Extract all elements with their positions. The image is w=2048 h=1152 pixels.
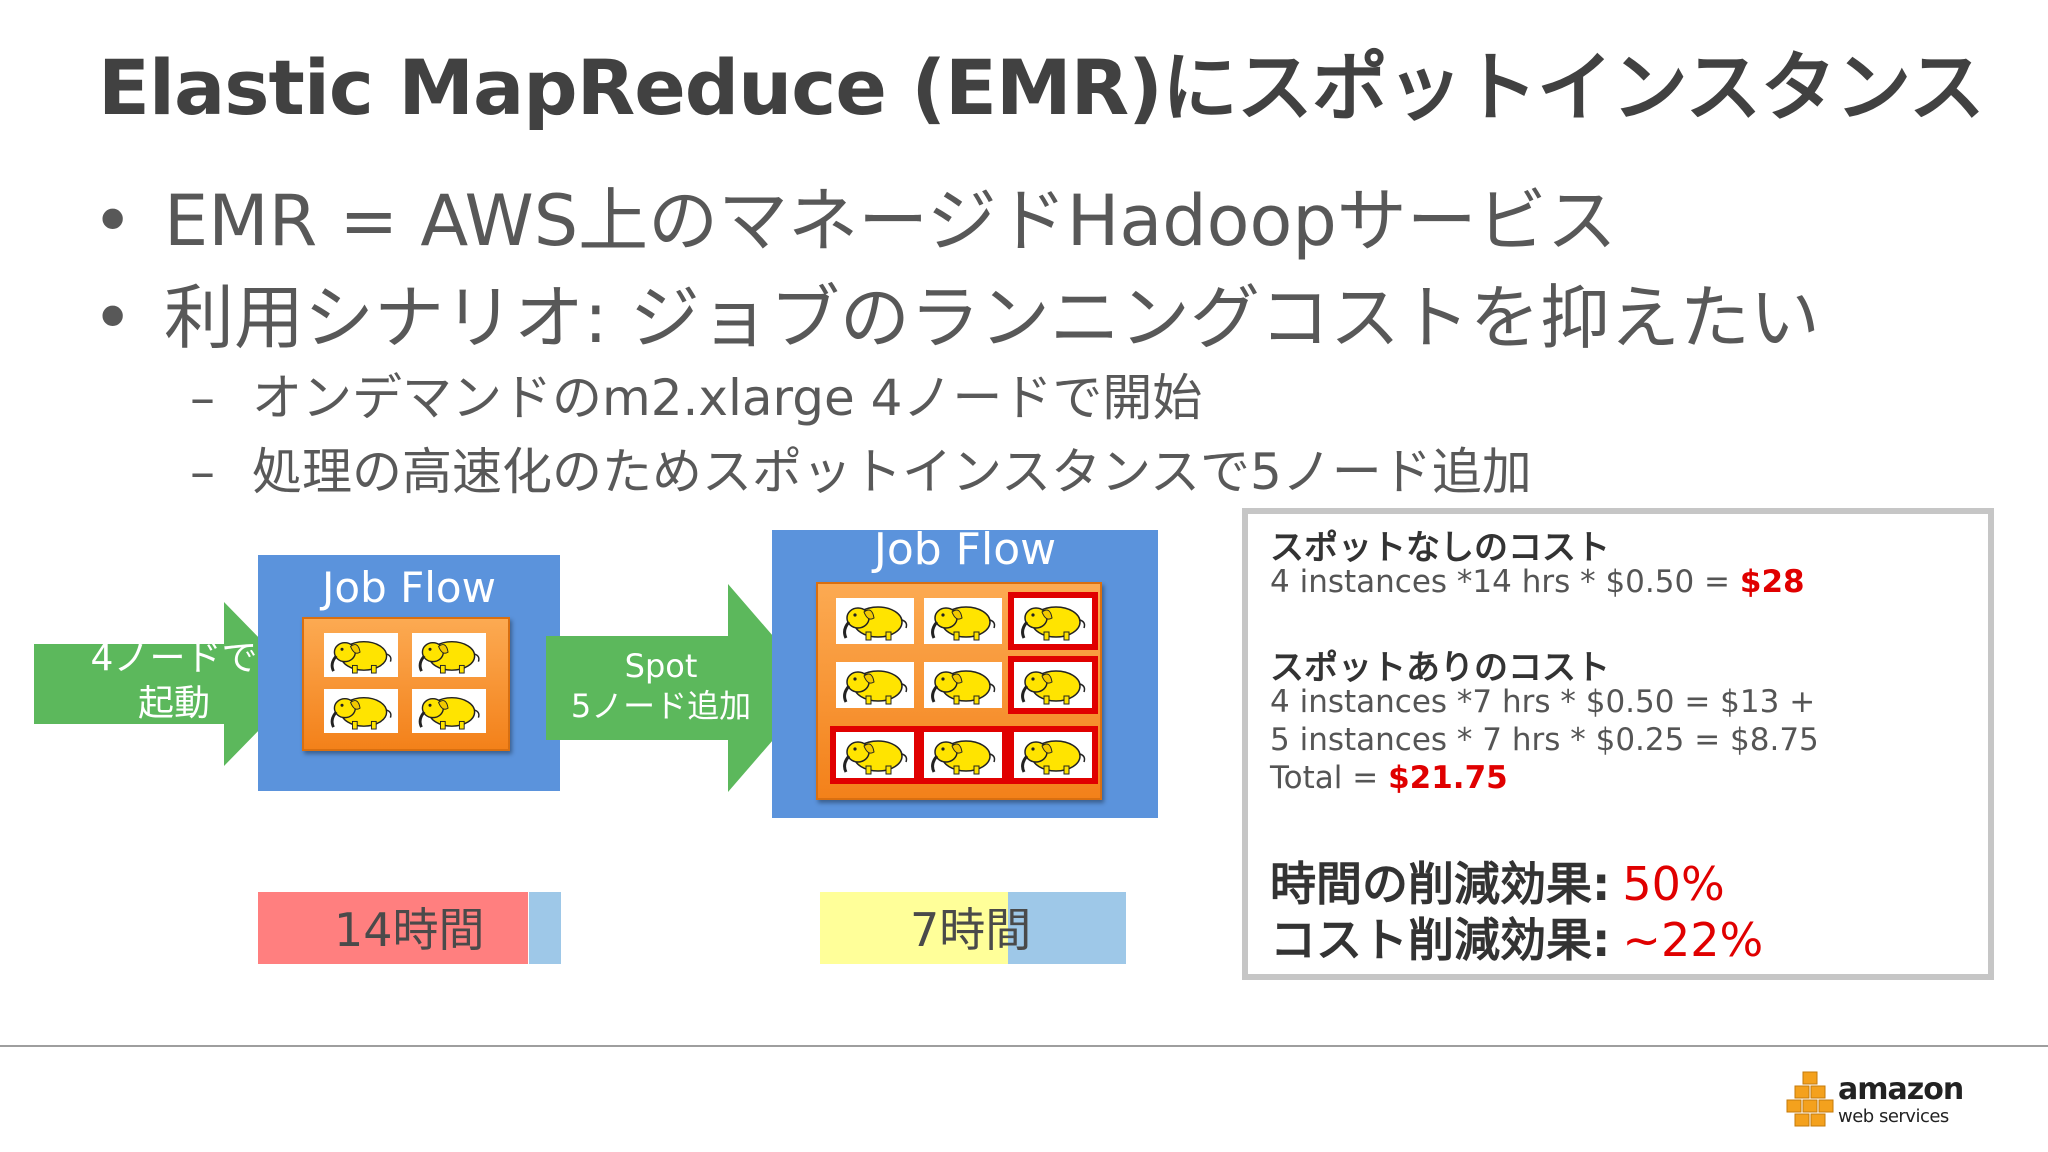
arrow-launch-line2: 起動 <box>137 683 210 724</box>
arrow-launch: 4ノードで 起動 <box>34 602 304 766</box>
no-spot-total: $28 <box>1739 564 1805 600</box>
spot-line-1: 4 instances *7 hrs * $0.50 = $13 + <box>1270 684 1816 720</box>
arrow-shape <box>546 584 818 792</box>
time-label-7h: 7時間 <box>910 903 1032 957</box>
spot-hadoop-node <box>1008 656 1098 714</box>
hadoop-elephant-icon <box>924 732 1002 778</box>
arrow-shape <box>34 602 304 766</box>
sub-bullet-text: オンデマンドのm2.xlarge 4ノードで開始 <box>252 369 1203 427</box>
spot-line-2: 5 instances * 7 hrs * $0.25 = $8.75 <box>1270 722 1819 758</box>
cost-effect-label: コスト削減効果: <box>1270 913 1611 967</box>
aws-cubes-icon <box>1786 1071 1834 1127</box>
time-effect-value: 50% <box>1622 857 1725 911</box>
bullet-2: • 利用シナリオ: ジョブのランニングコストを抑えたい <box>92 262 1820 363</box>
spot-hadoop-node <box>1008 726 1098 784</box>
spot-total: $21.75 <box>1388 760 1508 796</box>
footer-divider <box>0 1045 2048 1047</box>
sub-bullet-symbol: – <box>190 443 215 501</box>
hadoop-node <box>412 689 486 733</box>
hadoop-elephant-icon <box>924 662 1002 708</box>
hadoop-elephant-icon <box>324 633 398 677</box>
hadoop-node <box>836 662 914 708</box>
hadoop-node <box>412 633 486 677</box>
bullet-1: • EMR = AWS上のマネージドHadoopサービス <box>92 165 1617 266</box>
no-spot-heading: スポットなしのコスト <box>1270 528 1610 568</box>
time-bar-14h <box>258 892 528 964</box>
bullet-symbol: • <box>92 277 134 359</box>
hadoop-elephant-icon <box>412 633 486 677</box>
spot-total-line: Total = $21.75 <box>1270 760 1508 796</box>
bullet-text: 利用シナリオ: ジョブのランニングコストを抑えたい <box>164 277 1820 359</box>
job-flow-title-1: Job Flow <box>322 563 496 612</box>
hadoop-elephant-icon <box>836 662 914 708</box>
arrow-spot: Spot 5ノード追加 <box>546 584 818 792</box>
hadoop-elephant-icon <box>324 689 398 733</box>
sub-bullet-symbol: – <box>190 369 215 427</box>
hadoop-node <box>324 689 398 733</box>
arrow-spot-line1: Spot <box>624 647 698 685</box>
hadoop-node <box>836 598 914 644</box>
hadoop-elephant-icon <box>1014 598 1092 644</box>
time-reduction-effect: 時間の削減効果:50% <box>1270 848 1725 914</box>
time-bar-7h-tail <box>1008 892 1126 964</box>
bullet-symbol: • <box>92 180 134 262</box>
hadoop-node <box>924 598 1002 644</box>
cost-reduction-effect: コスト削減効果:~22% <box>1270 904 1763 970</box>
arrow-launch-label: 4ノードで 起動 <box>44 636 304 726</box>
slide-title: Elastic MapReduce (EMR)にスポットインスタンス <box>98 43 1985 132</box>
sub-bullet-2: –処理の高速化のためスポットインスタンスで5ノード追加 <box>190 432 1532 504</box>
bullet-text: EMR = AWS上のマネージドHadoopサービス <box>164 180 1617 262</box>
time-bar-14h-tail <box>529 892 561 964</box>
job-flow-box-1: Job Flow <box>258 555 560 791</box>
aws-logo-word: amazon <box>1838 1072 1964 1107</box>
time-effect-label: 時間の削減効果: <box>1270 857 1611 911</box>
cost-effect-value: ~22% <box>1622 913 1764 967</box>
time-bar-7h <box>820 892 1008 964</box>
spot-hadoop-node <box>918 726 1008 784</box>
sub-bullet-text: 処理の高速化のためスポットインスタンスで5ノード追加 <box>252 443 1532 501</box>
arrow-spot-line2: 5ノード追加 <box>570 687 752 725</box>
no-spot-formula: 4 instances *14 hrs * $0.50 = $28 <box>1270 564 1805 600</box>
hadoop-node <box>924 662 1002 708</box>
spot-total-prefix: Total = <box>1270 760 1389 796</box>
arrow-launch-line1: 4ノードで <box>90 638 258 679</box>
aws-logo-sub: web services <box>1838 1106 1949 1127</box>
hadoop-elephant-icon <box>1014 732 1092 778</box>
spot-hadoop-node <box>830 726 920 784</box>
hadoop-elephant-icon <box>1014 662 1092 708</box>
hadoop-node <box>324 633 398 677</box>
time-label-14h: 14時間 <box>334 903 485 957</box>
node-panel-2 <box>816 582 1102 800</box>
hadoop-elephant-icon <box>836 732 914 778</box>
hadoop-elephant-icon <box>836 598 914 644</box>
job-flow-title-2: Job Flow <box>873 524 1057 575</box>
arrow-spot-label: Spot 5ノード追加 <box>546 646 776 726</box>
spot-hadoop-node <box>1008 592 1098 650</box>
job-flow-box-2: Job Flow <box>772 524 1158 818</box>
no-spot-formula-text: 4 instances *14 hrs * $0.50 = <box>1270 564 1740 600</box>
hadoop-elephant-icon <box>412 689 486 733</box>
sub-bullet-1: –オンデマンドのm2.xlarge 4ノードで開始 <box>190 358 1202 430</box>
aws-logo: amazon web services <box>1786 1068 1964 1132</box>
cost-comparison-box: スポットなしのコスト 4 instances *14 hrs * $0.50 =… <box>1242 508 1994 980</box>
spot-heading: スポットありのコスト <box>1270 648 1610 688</box>
hadoop-elephant-icon <box>924 598 1002 644</box>
node-panel-1 <box>302 617 510 751</box>
